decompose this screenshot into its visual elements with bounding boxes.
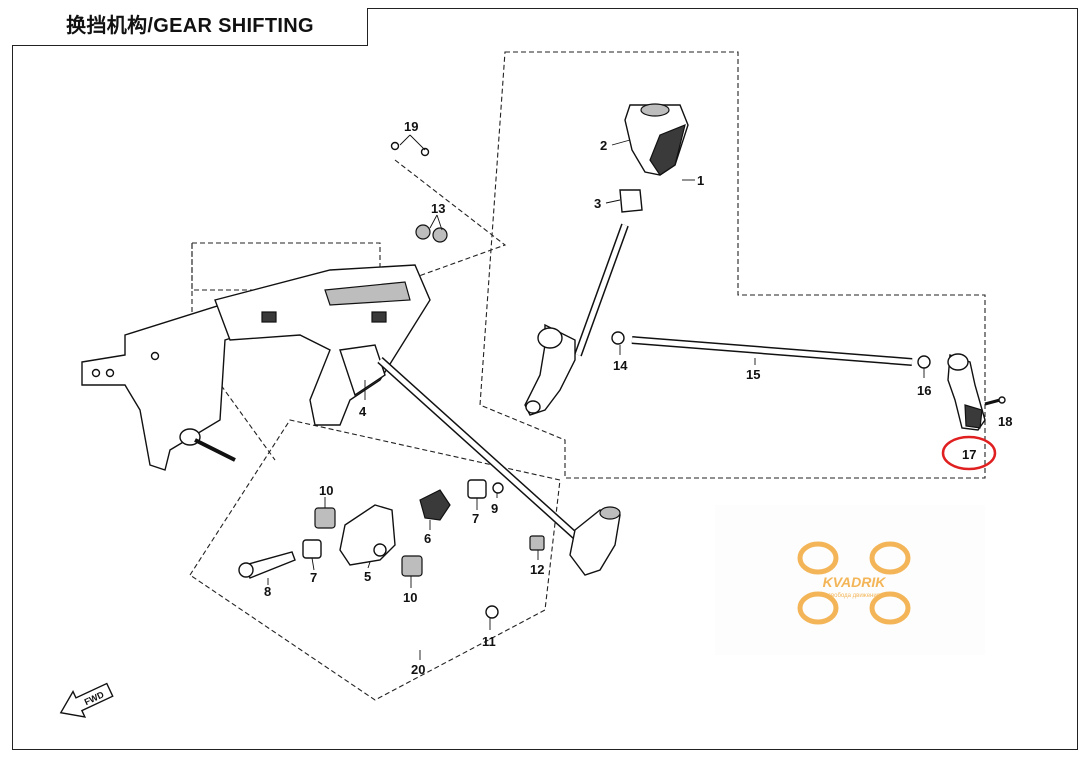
watermark-brand: KVADRIK [823, 574, 887, 590]
bolt-13a [415, 224, 431, 240]
callout-6: 6 [424, 531, 431, 546]
callout-2: 2 [600, 138, 607, 153]
gate-tab-2 [371, 311, 387, 323]
washer-11 [485, 605, 499, 619]
callout-13: 13 [431, 201, 445, 216]
group-outline-top [379, 159, 507, 291]
diagram-title: 换挡机构/GEAR SHIFTING [66, 15, 314, 37]
callout-20: 20 [411, 662, 425, 677]
group-outline-20 [189, 419, 561, 701]
title-box: 换挡机构/GEAR SHIFTING [12, 8, 368, 46]
group-outline-left [191, 243, 276, 461]
diagonal-rod-inner [378, 358, 582, 542]
bolt-18 [984, 398, 1001, 406]
nut-14 [611, 331, 625, 345]
watermark-wheel-tr [869, 541, 911, 575]
gate-lower-arm [339, 344, 386, 397]
callout-10b: 10 [403, 590, 417, 605]
watermark-wheel-br [869, 591, 911, 625]
fwd-arrow: FWD [59, 682, 114, 718]
highlight-circle [941, 435, 997, 471]
diagram-frame [12, 8, 1078, 750]
watermark-wheel-tl [797, 541, 839, 575]
shift-arm-end [947, 353, 969, 371]
shift-knob-emblem [640, 103, 670, 117]
callout-19: 19 [404, 119, 418, 134]
bracket-hole-3 [150, 351, 160, 361]
watermark-wheel-bl [797, 591, 839, 625]
callout-1: 1 [697, 173, 704, 188]
bushing-7a [467, 479, 487, 499]
shift-gate-slots [324, 281, 411, 306]
callout-5: 5 [364, 569, 371, 584]
bushing-10a [314, 507, 336, 529]
shift-lever-base [524, 323, 576, 416]
callout-10a: 10 [319, 483, 333, 498]
bracket-hole-1 [91, 368, 101, 378]
nut-16 [917, 355, 931, 369]
shift-gate-plate [214, 264, 431, 426]
shift-lever-pivot [537, 327, 563, 349]
linkage-rod-inner [631, 337, 913, 365]
watermark-backdrop [715, 505, 985, 655]
shift-lever-shaft-inner [575, 224, 628, 356]
watermark-logo: KVADRIK свобода движения [715, 505, 985, 655]
callout-11: 11 [482, 634, 496, 649]
bushing-7b [302, 539, 322, 559]
callout-7b: 7 [310, 570, 317, 585]
shift-lever-foot [525, 400, 541, 414]
gate-tab-1 [261, 311, 277, 323]
callout-14: 14 [613, 358, 628, 373]
knob-collar [619, 189, 643, 213]
cable-end-fitting [569, 509, 621, 576]
bolt-18-head [998, 396, 1006, 404]
callout-17: 17 [962, 447, 976, 462]
callout-12: 12 [530, 562, 544, 577]
leader-lines [267, 134, 925, 660]
bushing-10b [401, 555, 423, 577]
callout-4: 4 [359, 404, 367, 419]
pivot-bracket-5 [339, 504, 396, 566]
nut-19a [390, 141, 400, 151]
callout-3: 3 [594, 196, 601, 211]
callout-15: 15 [746, 367, 760, 382]
bolt-8-head [238, 562, 254, 578]
nut-19b [420, 147, 430, 157]
shift-arm-knurl [964, 404, 983, 429]
shift-knob-shade [649, 124, 686, 176]
callout-18: 18 [998, 414, 1012, 429]
pivot-shaft [194, 438, 236, 462]
callout-8: 8 [264, 584, 271, 599]
bracket-hole-2 [105, 368, 115, 378]
callout-16: 16 [917, 383, 931, 398]
callout-9: 9 [491, 501, 498, 516]
callout-7a: 7 [472, 511, 479, 526]
group-outline-1 [479, 51, 986, 479]
bolt-13b [432, 227, 448, 243]
pivot-bracket-hole [373, 543, 387, 557]
cable-end-cap [599, 506, 621, 520]
bolt-12 [529, 535, 545, 551]
washer-9 [492, 482, 504, 494]
spring-6 [419, 489, 451, 521]
watermark-tagline: свобода движения [828, 593, 880, 599]
